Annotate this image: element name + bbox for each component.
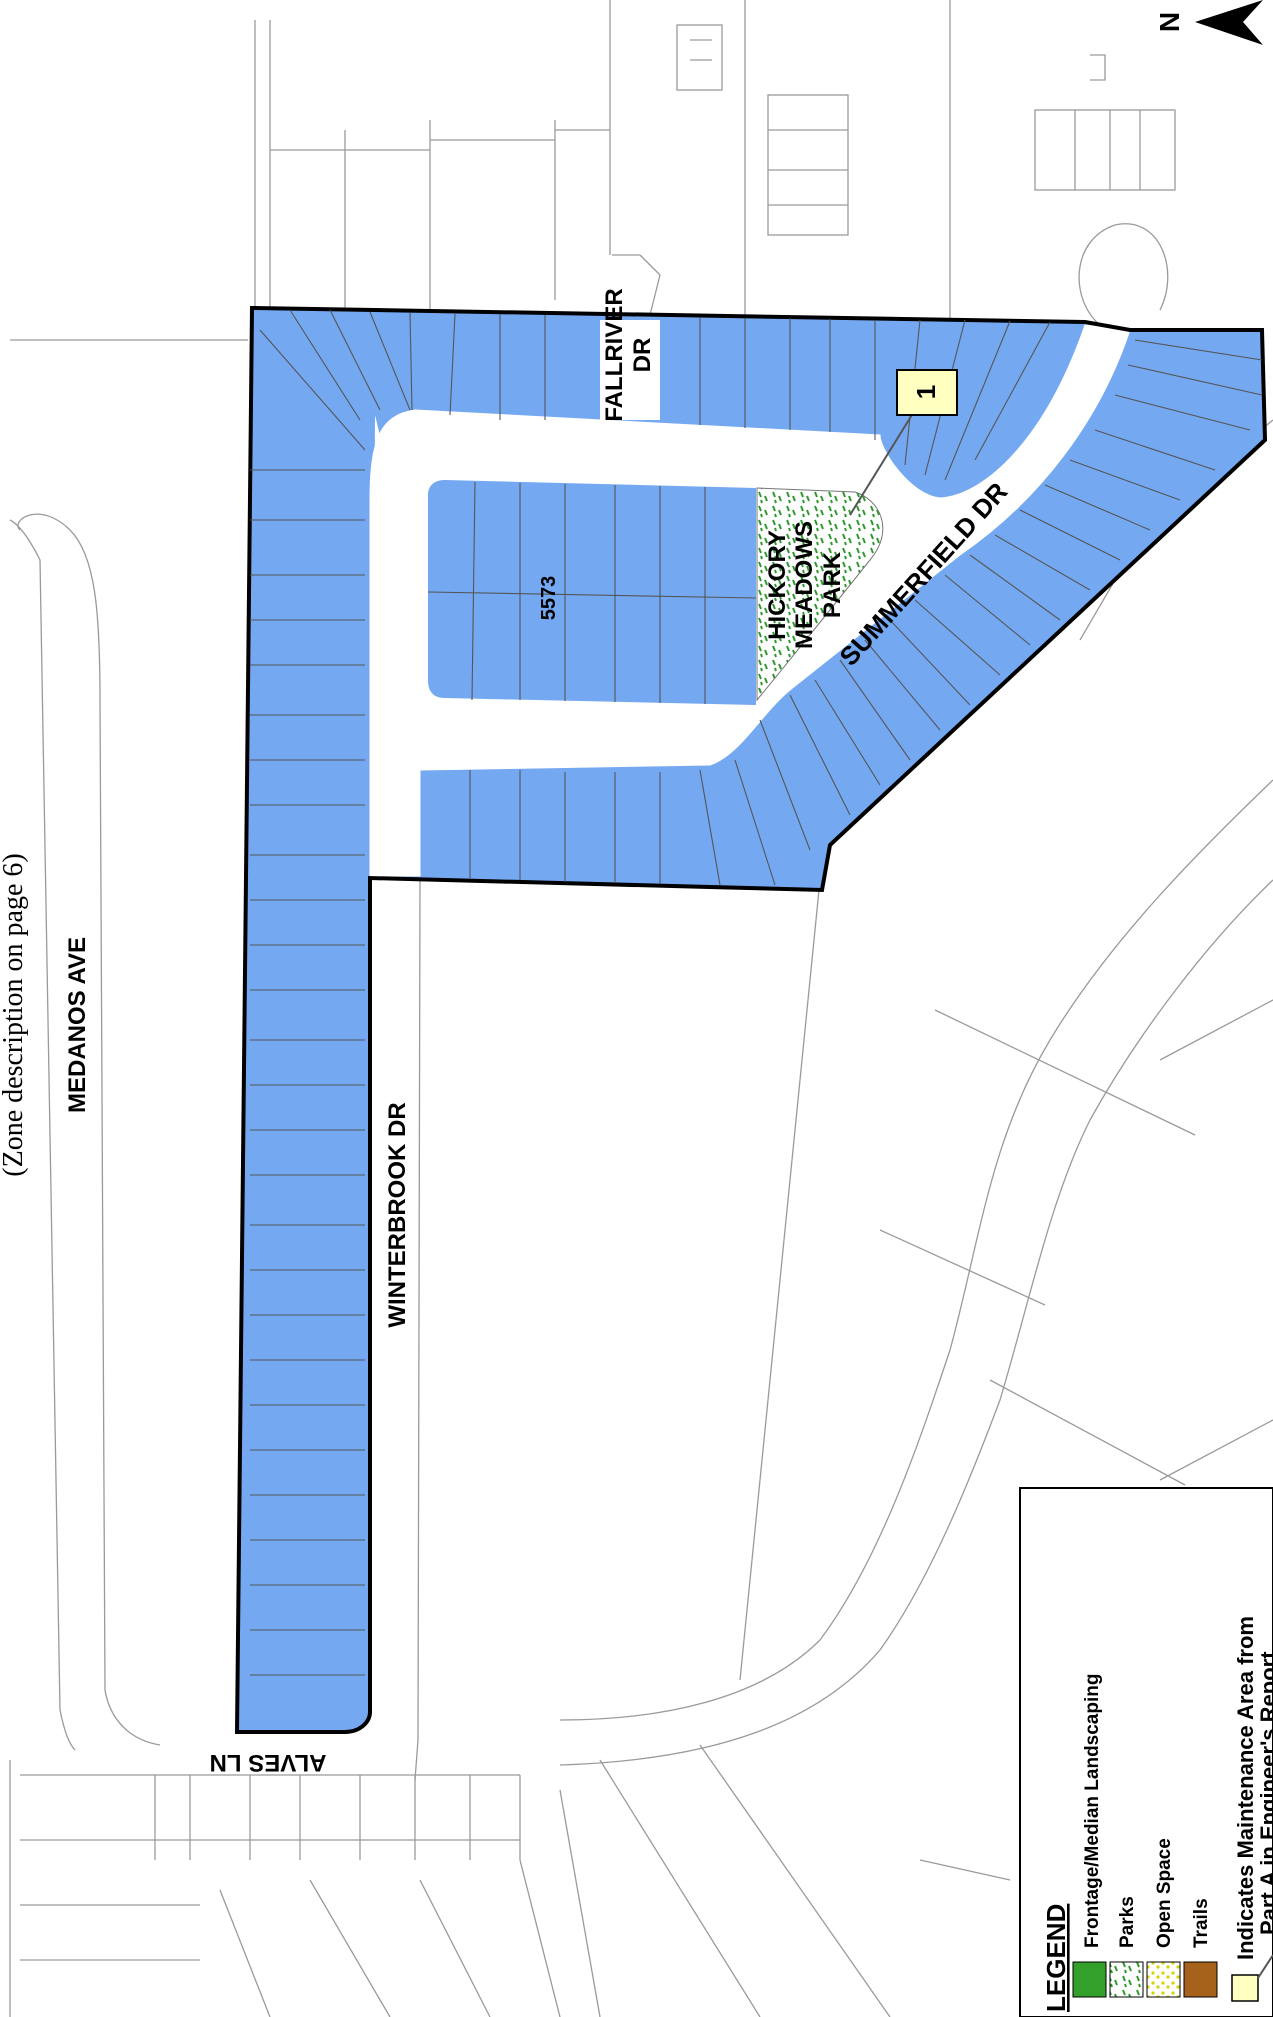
zone-description-note: (Zone description on page 6) (0, 853, 29, 1176)
legend-box (1019, 1487, 1273, 2017)
park-label-line2: MEADOWS (791, 521, 818, 649)
legend-label-callout-line2: Part A in Engineer's Report (1256, 1651, 1273, 1935)
north-arrow-icon (1195, 0, 1263, 45)
zone-5573[interactable] (234, 305, 1268, 1734)
legend-title: LEGEND (1041, 1904, 1071, 2012)
legend-swatch-trails (1183, 1961, 1218, 1998)
street-alves-ln: ALVES LN (210, 1749, 327, 1776)
legend-swatch-open-space (1146, 1961, 1181, 1998)
street-winterbrook-dr: WINTERBROOK DR (384, 1102, 411, 1327)
legend-swatch-callout (1231, 1974, 1259, 2002)
lot-lines (250, 309, 1263, 1676)
legend-swatch-parks (1109, 1961, 1144, 1998)
maintenance-callout[interactable]: 1 (849, 369, 958, 516)
north-label: N (1154, 12, 1185, 32)
zone-outline (234, 305, 1268, 1734)
background-parcels (9, 0, 1273, 2017)
building-outlines (676, 24, 1176, 236)
legend-label-callout-line1: Indicates Maintenance Area from (1233, 1616, 1258, 1960)
legend-label-open-space: Open Space (1154, 1838, 1175, 1948)
street-medanos-ave: MEDANOS AVE (64, 937, 91, 1113)
central-block (428, 480, 756, 705)
north-arrow: N (1154, 0, 1263, 45)
hickory-meadows-park[interactable] (756, 487, 884, 702)
parcel-id: 5573 (538, 576, 560, 621)
legend-label-trails: Trails (1191, 1898, 1212, 1948)
callout-number: 1 (911, 385, 941, 399)
legend-label-parks: Parks (1117, 1896, 1138, 1948)
street-fallriver-dr-line2: DR (629, 338, 656, 373)
street-fallriver-dr-line1: FALLRIVER (601, 288, 628, 421)
park-label-line1: HICKORY (764, 530, 791, 640)
legend-swatch-frontage (1072, 1961, 1107, 1998)
legend-label-frontage: Frontage/Median Landscaping (1082, 1674, 1103, 1948)
park-label-line3: PARK (819, 551, 846, 618)
legend: LEGEND Frontage/Median Landscaping Parks… (1019, 1487, 1273, 2017)
callout-box[interactable] (896, 369, 958, 416)
